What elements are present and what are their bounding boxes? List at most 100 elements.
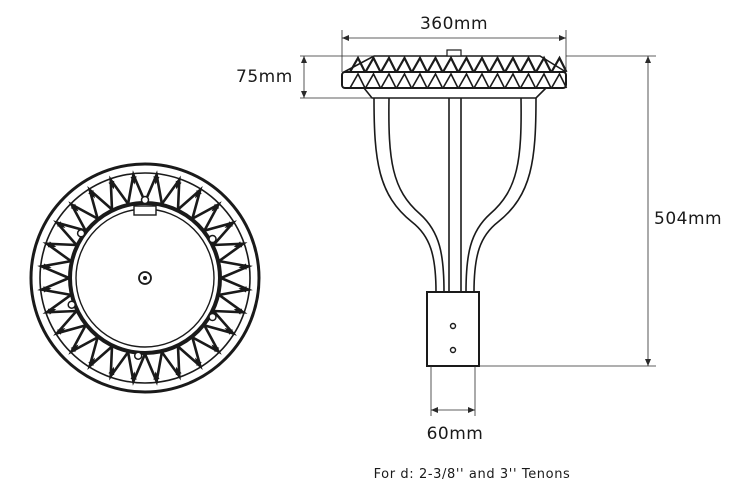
head-fin: [519, 55, 537, 73]
fin-tip: [47, 308, 57, 315]
head-fin-lower: [535, 72, 552, 89]
head-fin-lower: [411, 72, 428, 89]
mounting-bolts: [67, 195, 217, 360]
head-fin: [473, 55, 490, 73]
head-fin: [395, 55, 413, 73]
fin-tip: [43, 263, 52, 270]
head-fin: [550, 55, 568, 73]
fin: [191, 324, 222, 355]
fin: [109, 175, 130, 210]
head-fin-lower: [364, 72, 382, 89]
fin-tip: [88, 190, 95, 199]
top-view: [29, 162, 261, 394]
fin-tip: [233, 241, 243, 248]
fin: [87, 337, 113, 370]
fin: [53, 310, 86, 336]
head-fin-lower: [457, 72, 475, 89]
fin-tip: [211, 344, 220, 353]
fin-tip: [70, 203, 79, 212]
fin-tip: [153, 371, 160, 380]
fin-tip: [88, 357, 95, 366]
head-fin: [380, 55, 397, 73]
head-fin-lower: [504, 72, 521, 89]
fin-tip: [233, 308, 243, 315]
fin-tip: [130, 371, 137, 380]
fin-tip: [57, 221, 66, 228]
left-arm: [373, 97, 437, 293]
head-fin-lower: [519, 72, 537, 89]
fin-tip: [175, 366, 182, 376]
head-fin: [535, 55, 552, 73]
fin-tip: [238, 286, 247, 293]
total-height-dimension-label: 504mm: [654, 209, 722, 229]
fin: [37, 276, 72, 297]
fin: [218, 259, 253, 280]
fin: [218, 276, 253, 297]
head-fin: [442, 55, 459, 73]
fin-tip: [43, 286, 52, 293]
fin: [177, 186, 203, 219]
fin-tip: [238, 263, 247, 270]
top-view-tab: [133, 205, 157, 216]
fin: [160, 346, 181, 381]
fin-tip: [224, 328, 233, 335]
fin: [204, 310, 237, 336]
bolt: [76, 229, 86, 238]
fin: [87, 186, 113, 219]
center-hole: [138, 271, 152, 285]
head-fin-lower: [473, 72, 490, 89]
fin-tip: [130, 176, 137, 185]
fin: [42, 293, 77, 314]
bolt: [140, 195, 150, 205]
head-bottom-edge: [363, 87, 547, 99]
fin: [126, 351, 147, 386]
bolt: [133, 351, 143, 360]
fin: [37, 259, 72, 280]
fin: [191, 201, 222, 232]
bolt: [208, 234, 217, 244]
head-fin: [457, 55, 475, 73]
fin: [213, 293, 248, 314]
head-fin-lower: [395, 72, 413, 89]
fin: [177, 337, 203, 370]
fin: [68, 324, 99, 355]
head-fin: [504, 55, 521, 73]
fin-tip: [108, 366, 115, 376]
fin: [204, 220, 237, 246]
fin-tip: [195, 190, 202, 199]
fin: [160, 175, 181, 210]
fin-tip: [175, 180, 182, 190]
fin-tip: [108, 180, 115, 190]
width-dimension-label: 360mm: [420, 14, 488, 34]
fin: [53, 220, 86, 246]
fin: [109, 346, 130, 381]
head-height-dimension-label: 75mm: [236, 67, 293, 87]
fin: [143, 170, 164, 205]
fin-tip: [211, 203, 220, 212]
fin: [126, 170, 147, 205]
dimension-lines: [300, 30, 656, 416]
side-view: [341, 49, 568, 367]
fin-tip: [47, 241, 57, 248]
head-fin-lower: [426, 72, 444, 89]
head-fin-lower: [442, 72, 459, 89]
head-fin-lower: [349, 72, 366, 89]
right-arm: [473, 97, 537, 293]
head-fin: [349, 55, 366, 73]
head-fin-lower: [550, 72, 568, 89]
fin: [68, 201, 99, 232]
head-fins: [349, 55, 568, 89]
fin-tip: [195, 357, 202, 366]
head-fin: [426, 55, 444, 73]
fin: [213, 242, 248, 263]
top-view-fins: [37, 170, 253, 386]
fin-tip: [70, 344, 79, 353]
head-fin: [488, 55, 506, 73]
head-fin-lower: [380, 72, 397, 89]
bolt: [208, 312, 217, 322]
fin: [143, 351, 164, 386]
fin-tip: [57, 328, 66, 335]
bolt: [67, 300, 76, 309]
head-fin: [364, 55, 382, 73]
